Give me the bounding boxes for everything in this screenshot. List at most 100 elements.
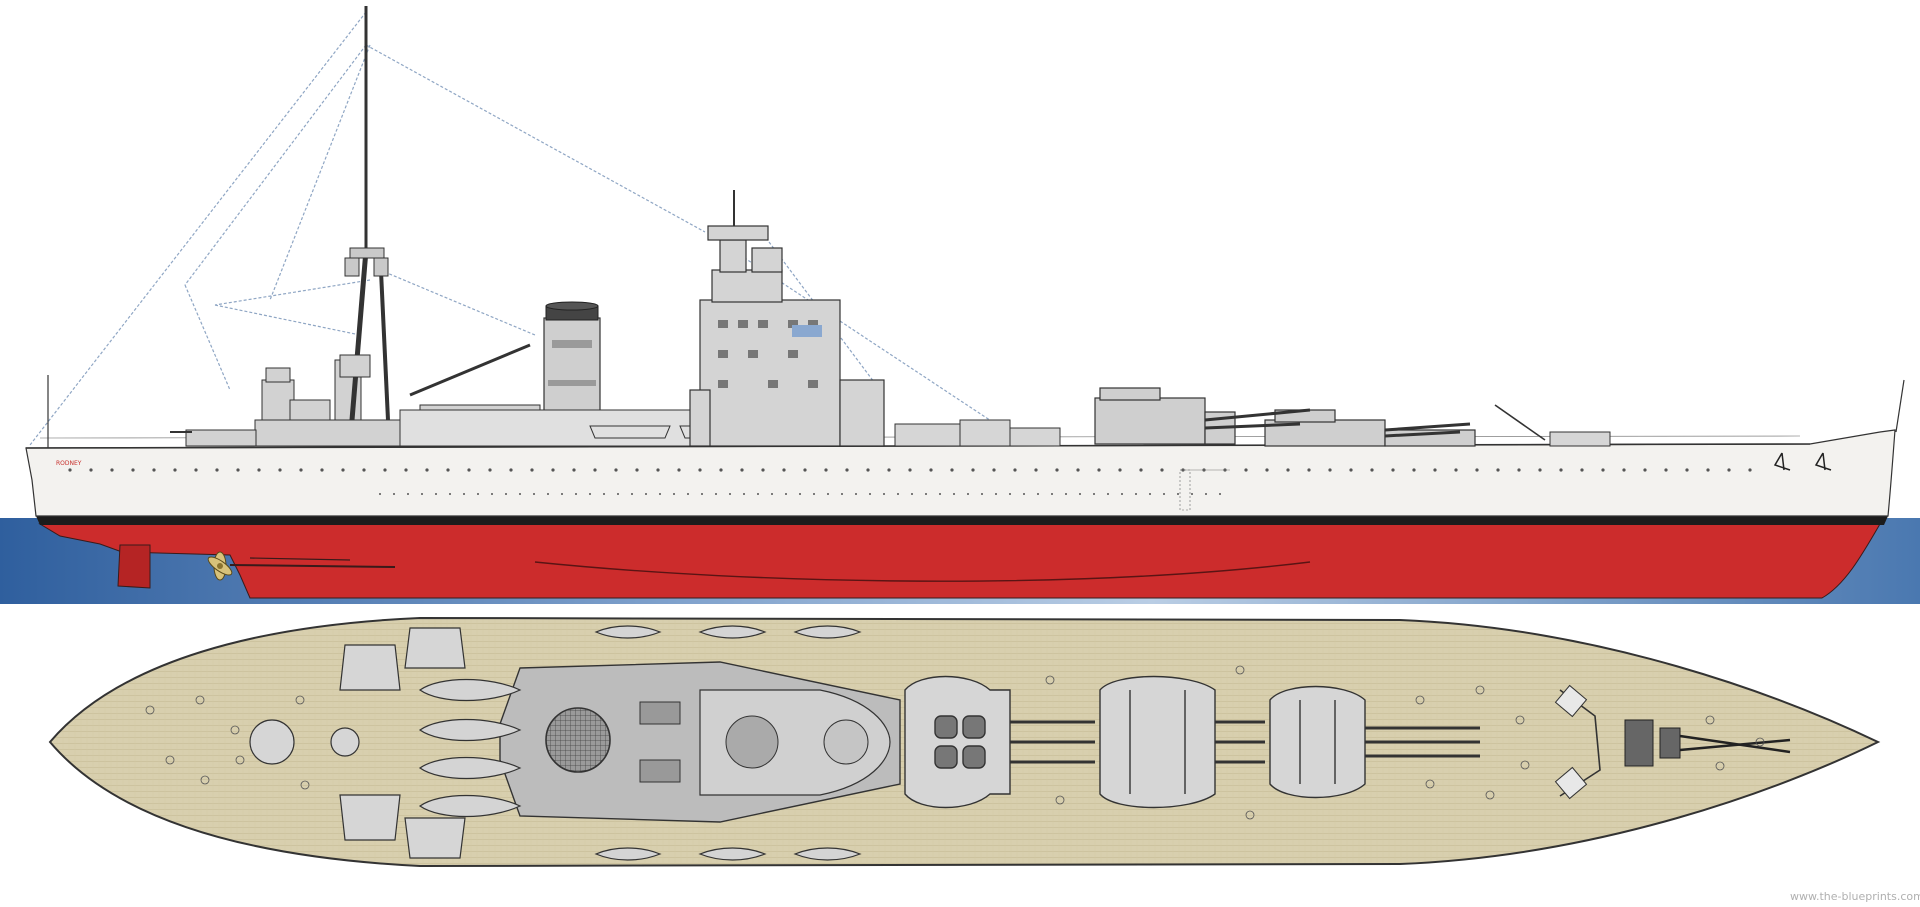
porthole: [1037, 493, 1039, 495]
porthole: [1065, 493, 1067, 495]
porthole: [1286, 468, 1290, 472]
porthole: [1244, 468, 1248, 472]
porthole: [1391, 468, 1395, 472]
porthole: [1093, 493, 1095, 495]
porthole: [194, 468, 198, 472]
deck-fitting: [295, 695, 305, 705]
porthole: [698, 468, 702, 472]
porthole: [1149, 493, 1151, 495]
funnel: [543, 301, 601, 419]
main-turret-a-plan: [904, 675, 1011, 809]
hull-below-waterline: [38, 523, 1881, 599]
porthole: [1538, 468, 1542, 472]
porthole: [992, 468, 996, 472]
porthole: [1051, 493, 1053, 495]
porthole: [1622, 468, 1626, 472]
porthole: [341, 468, 345, 472]
porthole: [435, 493, 437, 495]
porthole: [575, 493, 577, 495]
porthole: [425, 468, 429, 472]
porthole: [799, 493, 801, 495]
rudder: [117, 544, 151, 589]
main-turrets-profile: [1094, 387, 1476, 447]
porthole: [929, 468, 933, 472]
porthole: [1643, 468, 1647, 472]
porthole: [614, 468, 618, 472]
porthole: [673, 493, 675, 495]
porthole: [869, 493, 871, 495]
porthole: [603, 493, 605, 495]
porthole: [1265, 468, 1269, 472]
porthole: [1748, 468, 1752, 472]
deck-fitting: [1245, 810, 1255, 820]
bilge-keel: [534, 561, 1311, 582]
porthole: [1135, 493, 1137, 495]
profile-view: RODNEY: [0, 6, 1920, 604]
boot-topping: [36, 516, 1888, 525]
deck-fitting: [235, 755, 245, 765]
porthole: [1118, 468, 1122, 472]
porthole: [1205, 493, 1207, 495]
porthole: [379, 493, 381, 495]
main-gun-barrels: [1204, 408, 1471, 438]
porthole: [1076, 468, 1080, 472]
porthole: [677, 468, 681, 472]
porthole: [463, 493, 465, 495]
porthole: [740, 468, 744, 472]
porthole: [782, 468, 786, 472]
porthole: [131, 468, 135, 472]
porthole: [299, 468, 303, 472]
porthole: [771, 493, 773, 495]
porthole: [866, 468, 870, 472]
deck-fitting: [1755, 737, 1765, 747]
porthole: [729, 493, 731, 495]
deck-fitting: [1235, 665, 1245, 675]
porthole: [593, 468, 597, 472]
porthole: [407, 493, 409, 495]
porthole: [845, 468, 849, 472]
porthole: [967, 493, 969, 495]
porthole: [449, 493, 451, 495]
deck-fitting: [1055, 795, 1065, 805]
porthole: [925, 493, 927, 495]
ships-boats-plan: [418, 625, 862, 861]
porthole: [488, 468, 492, 472]
porthole: [701, 493, 703, 495]
porthole: [1559, 468, 1563, 472]
porthole: [1191, 493, 1193, 495]
deck-fitting: [145, 705, 155, 715]
porthole: [1139, 468, 1143, 472]
porthole: [1307, 468, 1311, 472]
secondary-turrets-plan: [249, 627, 466, 859]
porthole: [551, 468, 555, 472]
deck-fitting: [1475, 685, 1485, 695]
porthole: [1097, 468, 1101, 472]
plan-view: [48, 616, 1881, 868]
deck-fitting: [165, 755, 175, 765]
deck-fitting: [1045, 675, 1055, 685]
porthole: [1023, 493, 1025, 495]
porthole: [257, 468, 261, 472]
deck-fitting: [300, 780, 310, 790]
porthole: [491, 493, 493, 495]
bridge-tower: [689, 225, 885, 447]
porthole: [939, 493, 941, 495]
porthole: [68, 468, 72, 472]
porthole: [995, 493, 997, 495]
porthole: [841, 493, 843, 495]
porthole: [883, 493, 885, 495]
porthole: [1433, 468, 1437, 472]
porthole: [1219, 493, 1221, 495]
porthole: [743, 493, 745, 495]
porthole: [656, 468, 660, 472]
deck-fitting: [195, 695, 205, 705]
porthole: [1370, 468, 1374, 472]
porthole: [1160, 468, 1164, 472]
deck-fitting: [1415, 695, 1425, 705]
porthole: [1580, 468, 1584, 472]
porthole: [824, 468, 828, 472]
porthole: [519, 493, 521, 495]
porthole: [152, 468, 156, 472]
porthole: [446, 468, 450, 472]
porthole: [572, 468, 576, 472]
